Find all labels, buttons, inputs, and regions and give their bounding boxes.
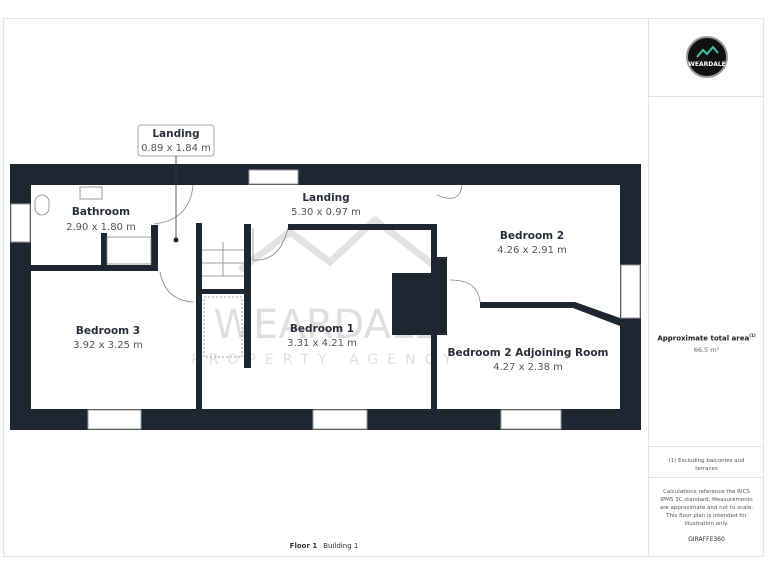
mountain-icon [696,45,719,58]
floor-label: Floor 1 [289,542,318,550]
room-dims: 3.31 x 4.21 m [287,338,357,349]
wall-bathroom [31,265,158,271]
room-dims: 4.27 x 2.38 m [493,362,563,373]
area-section: Approximate total area(1) 66.5 m² [649,96,764,447]
room-dims: 4.26 x 2.91 m [497,245,567,256]
chimney-breast [392,273,447,335]
logo-section: WEARDALE [649,18,764,97]
wall-landing-bottom [288,224,437,230]
building-label: Building 1 [323,542,359,550]
footer: Floor 1 Building 1 [0,542,648,550]
area-title: Approximate total area(1) [657,333,756,343]
room-dims: 3.92 x 3.25 m [73,340,143,351]
room-name: Landing [302,192,349,204]
watermark-subtext: PROPERTY AGENCY [191,352,460,368]
room-name: Bathroom [72,206,130,218]
excluding-note: (1) Excluding balconies and terraces [668,458,745,472]
room-name: Bedroom 3 [76,325,140,337]
excluding-section: (1) Excluding balconies and terraces [649,446,764,478]
room-dims: 5.30 x 0.97 m [291,207,361,218]
walls [10,164,641,430]
room-name: Landing [152,128,199,140]
frame [3,18,764,557]
windows [10,169,641,430]
wall-top [10,164,641,185]
wall-landing-left [196,223,202,409]
room-name: Bedroom 2 Adjoining Room [447,347,608,359]
sidebar: WEARDALE Approximate total area(1) 66.5 … [648,18,764,557]
weardale-logo: WEARDALE [686,36,728,78]
disclaimer: Calculations reference the RICS IPMS 3C … [659,489,754,527]
area-value: 66.5 m² [693,346,720,354]
room-dims: 0.89 x 1.84 m [141,143,211,154]
room-name: Bedroom 1 [290,323,354,335]
doors [34,184,481,358]
logo-text: WEARDALE [688,61,726,68]
room-dims: 2.90 x 1.80 m [66,222,136,233]
room-name: Bedroom 2 [500,230,564,242]
floor-plan: WEARDALE PROPERTY AGENCY [10,124,641,430]
room-labels: Landing 0.89 x 1.84 m Landing 5.30 x 0.9… [66,128,608,373]
disclaimer-section: Calculations reference the RICS IPMS 3C … [649,477,764,543]
giraffe360-brand: GIRAFFE360 [688,536,725,543]
